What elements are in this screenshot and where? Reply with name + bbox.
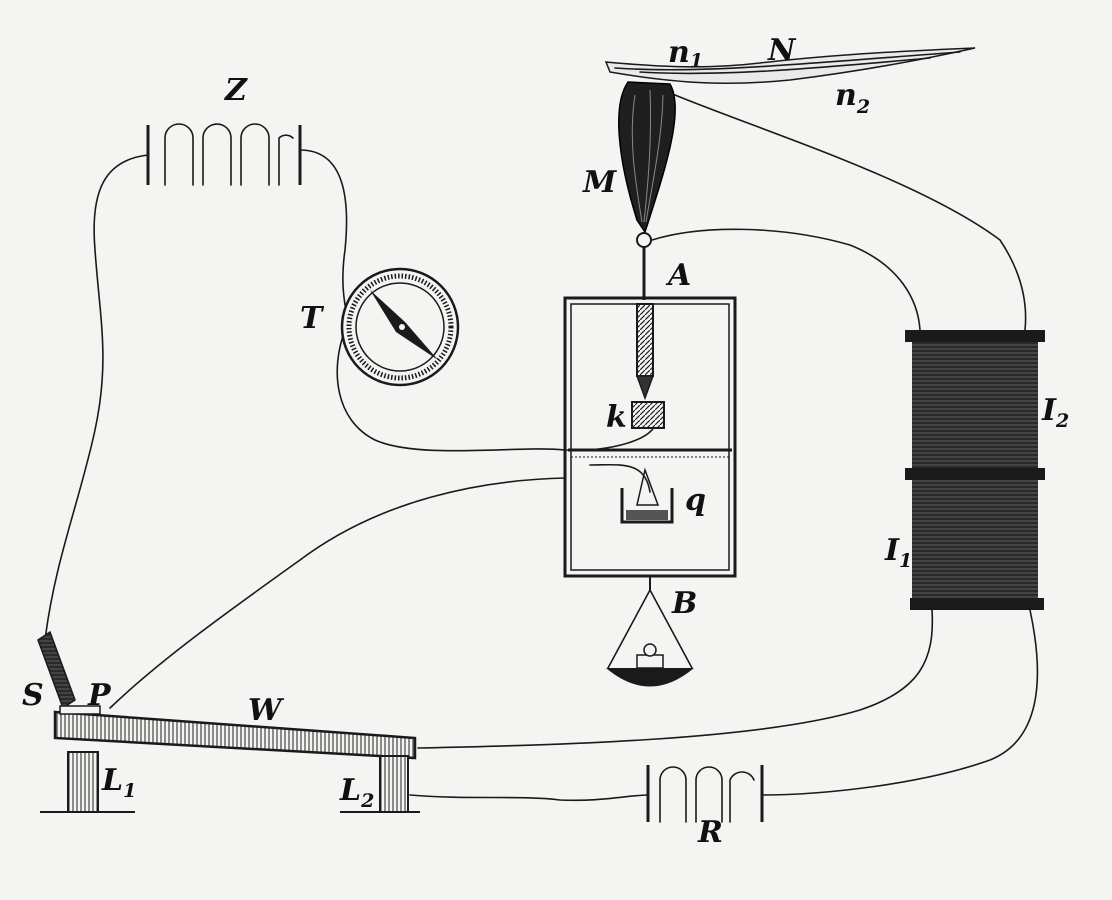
label-i1: I1 xyxy=(884,533,912,572)
support-l1 xyxy=(40,751,135,813)
label-i2: I2 xyxy=(1041,393,1069,432)
circuit-wires xyxy=(44,94,1039,802)
contact-box xyxy=(563,296,737,578)
key-s xyxy=(37,630,76,710)
label-l1: L1 xyxy=(101,763,136,802)
label-z: Z xyxy=(224,73,248,108)
battery-z xyxy=(146,123,302,186)
contact-k xyxy=(631,401,665,429)
label-n2: n2 xyxy=(835,78,870,118)
label-l2: L2 xyxy=(339,773,374,812)
label-w: W xyxy=(248,693,285,728)
support-l2 xyxy=(340,755,420,813)
figure-labels: Z T M A B k q N n1 n2 I2 I1 S P W L1 L2 … xyxy=(22,33,1069,850)
label-b: B xyxy=(671,586,697,621)
battery-r xyxy=(646,765,764,823)
label-r: R xyxy=(697,815,723,850)
muscle xyxy=(618,81,676,300)
label-q: q xyxy=(685,483,706,518)
mercury-cup-q xyxy=(626,510,668,520)
induction-coil-2 xyxy=(905,330,1045,480)
galvanometer xyxy=(340,267,460,387)
label-nerve-n: N xyxy=(767,33,797,68)
weight xyxy=(636,654,664,669)
label-a: A xyxy=(665,258,691,293)
label-p: P xyxy=(87,678,112,713)
label-m: M xyxy=(582,165,617,200)
label-s: S xyxy=(22,678,44,713)
lever-w xyxy=(53,705,417,760)
label-n1: n1 xyxy=(668,35,703,72)
induction-coil-1 xyxy=(910,480,1044,610)
nerve xyxy=(604,47,976,85)
label-t: T xyxy=(300,301,325,336)
label-k: k xyxy=(606,400,627,435)
scale-pan xyxy=(606,576,694,687)
